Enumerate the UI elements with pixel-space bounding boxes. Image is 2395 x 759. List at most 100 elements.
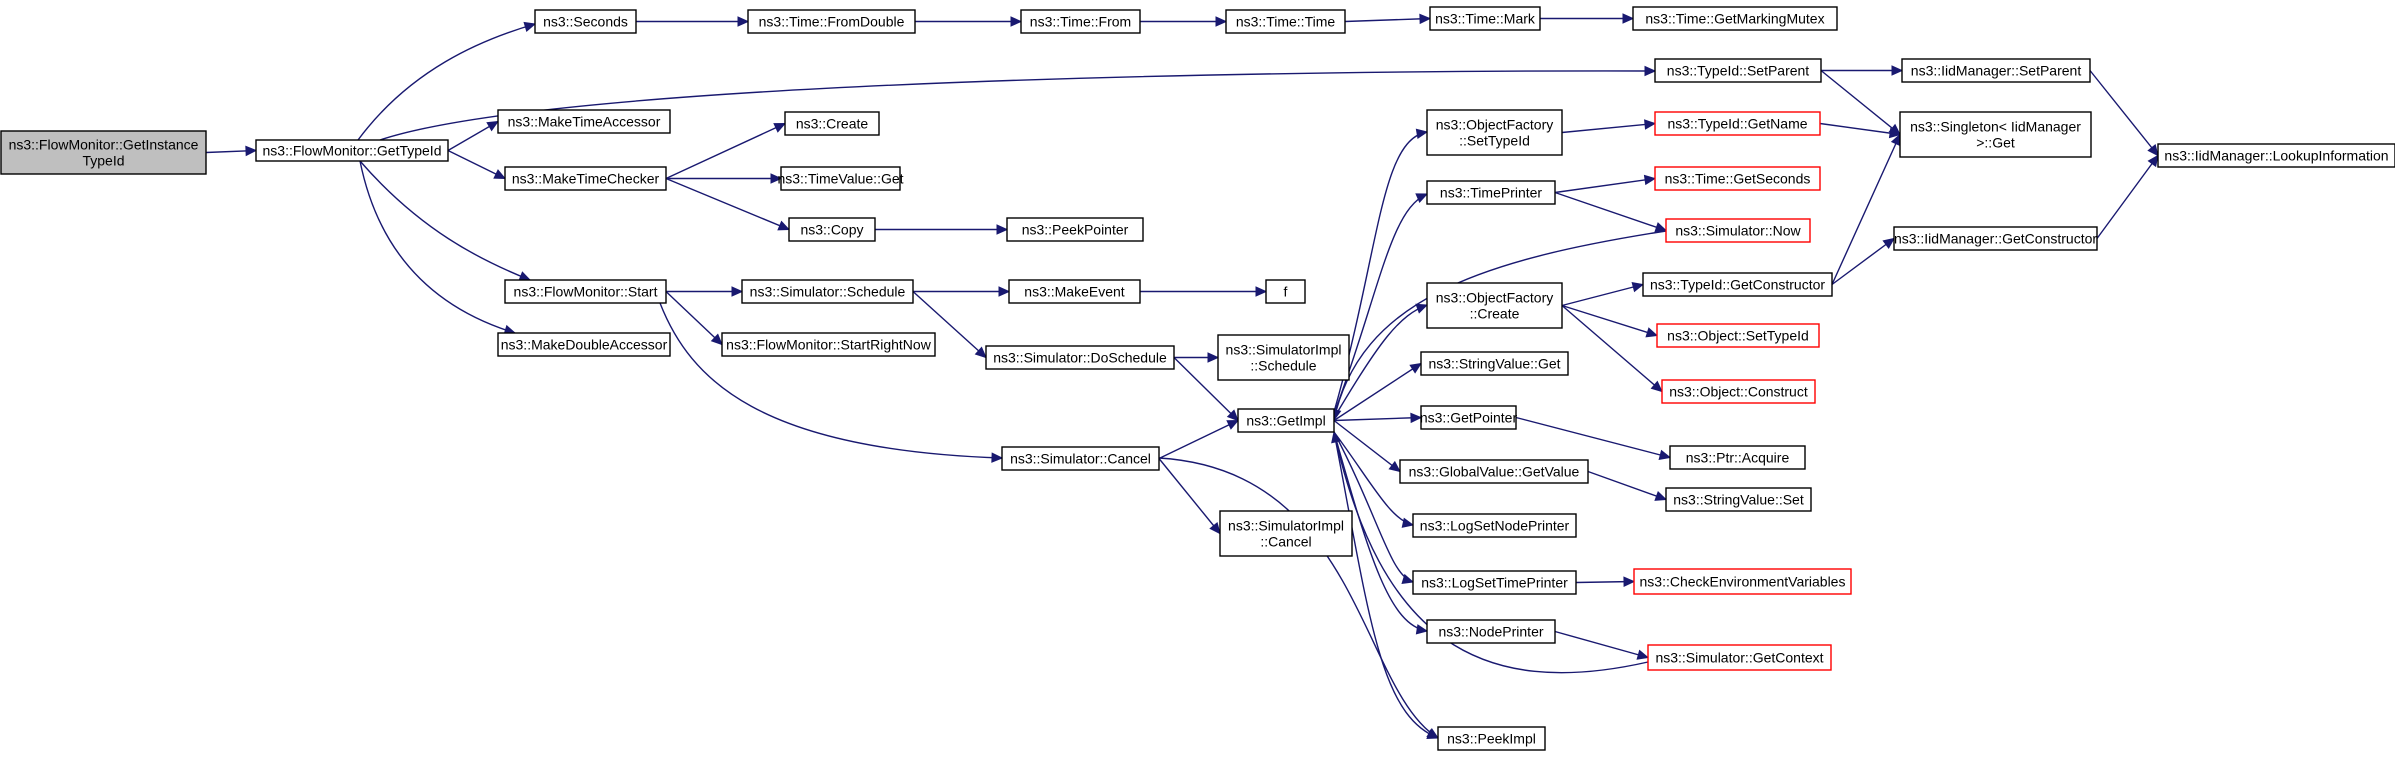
node-peekpointer[interactable]: ns3::PeekPointer: [1006, 217, 1144, 242]
node-of_settypeid[interactable]: ns3::ObjectFactory::SetTypeId: [1426, 109, 1563, 156]
edge-fm_start-to-startrightnow-arrowhead: [710, 333, 723, 346]
edge-sim_schedule-to-doschedule: [912, 290, 987, 359]
node-simimpl_cancel[interactable]: ns3::SimulatorImpl::Cancel: [1219, 510, 1353, 557]
node-label: ns3::CheckEnvironmentVariables: [1640, 574, 1846, 590]
node-box: [1654, 111, 1821, 136]
node-label: ns3::Time::GetMarkingMutex: [1645, 11, 1824, 27]
node-gettypeid[interactable]: ns3::FlowMonitor::GetTypeId: [255, 139, 449, 162]
node-iidmgr_getconstructor[interactable]: ns3::IidManager::GetConstructor: [1893, 226, 2098, 251]
node-label: ns3::LogSetNodePrinter: [1420, 518, 1570, 534]
node-sim_getcontext[interactable]: ns3::Simulator::GetContext: [1647, 644, 1832, 671]
node-seconds[interactable]: ns3::Seconds: [534, 9, 637, 34]
node-create[interactable]: ns3::Create: [784, 111, 880, 136]
edge-maketimechecker-to-copy-arrowhead: [777, 220, 791, 231]
edge-fm_start-to-startrightnow: [665, 290, 723, 346]
node-getpointer[interactable]: ns3::GetPointer: [1420, 405, 1518, 430]
node-getimpl[interactable]: ns3::GetImpl: [1237, 408, 1335, 433]
node-box: [1420, 351, 1569, 376]
node-label: ns3::PeekPointer: [1022, 222, 1129, 238]
node-label: ns3::Copy: [800, 222, 863, 238]
node-label: ns3::MakeEvent: [1024, 284, 1124, 300]
node-globalvalue_getvalue[interactable]: ns3::GlobalValue::GetValue: [1399, 459, 1589, 484]
node-maketimechecker[interactable]: ns3::MakeTimeChecker: [504, 166, 667, 191]
node-label: ns3::ObjectFactory: [1436, 290, 1554, 306]
node-box: [504, 166, 667, 191]
node-box: [255, 139, 449, 162]
node-sim_cancel[interactable]: ns3::Simulator::Cancel: [1001, 446, 1160, 471]
node-label: ns3::Time::FromDouble: [759, 14, 905, 30]
node-getmarkingmutex[interactable]: ns3::Time::GetMarkingMutex: [1632, 6, 1838, 31]
edge-getpointer-to-ptr_acquire-arrowhead: [1658, 449, 1672, 460]
node-label: ns3::Create: [796, 116, 869, 132]
node-box: [1237, 408, 1335, 433]
node-box: [1265, 279, 1306, 304]
node-box: [1661, 379, 1816, 404]
node-box: [0, 130, 207, 175]
node-copy[interactable]: ns3::Copy: [788, 217, 876, 242]
node-timemark[interactable]: ns3::Time::Mark: [1429, 6, 1541, 31]
node-label: ns3::Time::GetSeconds: [1665, 171, 1811, 187]
node-timeprinter[interactable]: ns3::TimePrinter: [1426, 180, 1556, 205]
node-nodeprinter[interactable]: ns3::NodePrinter: [1426, 619, 1556, 644]
edge-nodeprinter-to-sim_getcontext: [1554, 630, 1649, 659]
node-sim_now[interactable]: ns3::Simulator::Now: [1665, 218, 1811, 243]
node-label: ns3::MakeTimeChecker: [512, 171, 660, 187]
node-box: [780, 166, 901, 191]
node-stringvalue_get[interactable]: ns3::StringValue::Get: [1420, 351, 1569, 376]
edge-getimpl-to-timeprinter-arrowhead: [1415, 193, 1429, 204]
edge-typeid_getname-to-singleton_get-arrowhead: [1888, 127, 1902, 139]
node-iidmgr_setparent[interactable]: ns3::IidManager::SetParent: [1901, 58, 2091, 83]
node-time_getseconds[interactable]: ns3::Time::GetSeconds: [1654, 166, 1821, 191]
node-sim_schedule[interactable]: ns3::Simulator::Schedule: [741, 279, 914, 304]
node-box: [741, 279, 914, 304]
node-makedoubleaccessor[interactable]: ns3::MakeDoubleAccessor: [497, 332, 671, 357]
node-peekimpl[interactable]: ns3::PeekImpl: [1437, 726, 1546, 751]
node-label: ns3::TypeId::GetName: [1667, 116, 1807, 132]
node-stringvalue_set[interactable]: ns3::StringValue::Set: [1665, 487, 1812, 512]
node-lookupinfo[interactable]: ns3::IidManager::LookupInformation: [2157, 143, 2395, 168]
node-fromdouble[interactable]: ns3::Time::FromDouble: [747, 9, 916, 34]
node-label: ns3::TimePrinter: [1440, 185, 1543, 201]
node-box: [534, 9, 637, 34]
node-logsettimeprinter[interactable]: ns3::LogSetTimePrinter: [1412, 570, 1577, 595]
node-checkenv[interactable]: ns3::CheckEnvironmentVariables: [1633, 568, 1852, 595]
node-ptr_acquire[interactable]: ns3::Ptr::Acquire: [1669, 445, 1806, 470]
node-box: [985, 345, 1175, 370]
edge-of_create-to-object_construct-arrowhead: [1650, 380, 1663, 393]
node-box: [1412, 513, 1577, 538]
edge-sim_cancel-to-getimpl-arrowhead: [1226, 419, 1240, 430]
node-timevalue_get[interactable]: ns3::TimeValue::Get: [777, 166, 904, 191]
edge-fm_start-to-sim_cancel: [659, 302, 1003, 459]
node-timetime[interactable]: ns3::Time::Time: [1225, 9, 1346, 34]
edge-sim_cancel-to-simimpl_cancel-arrowhead: [1209, 522, 1221, 535]
node-object_settypeid[interactable]: ns3::Object::SetTypeId: [1656, 323, 1820, 348]
node-simimpl_schedule[interactable]: ns3::SimulatorImpl::Schedule: [1217, 334, 1350, 381]
edge-gettypeid-to-seconds: [357, 23, 536, 141]
node-box: [1008, 279, 1141, 304]
node-label: TypeId: [82, 153, 124, 169]
node-startrightnow[interactable]: ns3::FlowMonitor::StartRightNow: [721, 332, 936, 357]
edge-of_create-to-typeid_getconstructor-arrowhead: [1631, 282, 1645, 293]
node-f[interactable]: f: [1265, 279, 1306, 304]
node-typeid_getname[interactable]: ns3::TypeId::GetName: [1654, 111, 1821, 136]
node-label: ns3::IidManager::LookupInformation: [2164, 148, 2388, 164]
node-maketimeaccessor[interactable]: ns3::MakeTimeAccessor: [497, 109, 671, 134]
node-label: ns3::FlowMonitor::GetTypeId: [263, 143, 442, 159]
node-box: [1893, 226, 2098, 251]
node-timefrom[interactable]: ns3::Time::From: [1020, 9, 1141, 34]
edge-maketimechecker-to-create: [665, 122, 786, 180]
edge-globalvalue_getvalue-to-stringvalue_set-arrowhead: [1654, 490, 1668, 501]
node-fm_start[interactable]: ns3::FlowMonitor::Start: [504, 279, 667, 304]
node-logsetnodeprinter[interactable]: ns3::LogSetNodePrinter: [1412, 513, 1577, 538]
node-box: [1669, 445, 1806, 470]
edge-root-to-gettypeid-arrowhead: [245, 145, 258, 157]
node-object_construct[interactable]: ns3::Object::Construct: [1661, 379, 1816, 404]
node-doschedule[interactable]: ns3::Simulator::DoSchedule: [985, 345, 1175, 370]
node-of_create[interactable]: ns3::ObjectFactory::Create: [1426, 282, 1563, 329]
node-makeevent[interactable]: ns3::MakeEvent: [1008, 279, 1141, 304]
node-typeid_getconstructor[interactable]: ns3::TypeId::GetConstructor: [1642, 272, 1833, 297]
node-typeid_setparent[interactable]: ns3::TypeId::SetParent: [1654, 58, 1822, 83]
node-singleton_get[interactable]: ns3::Singleton< IidManager>::Get: [1899, 111, 2092, 158]
edge-gettypeid-to-makedoubleaccessor: [359, 160, 516, 334]
